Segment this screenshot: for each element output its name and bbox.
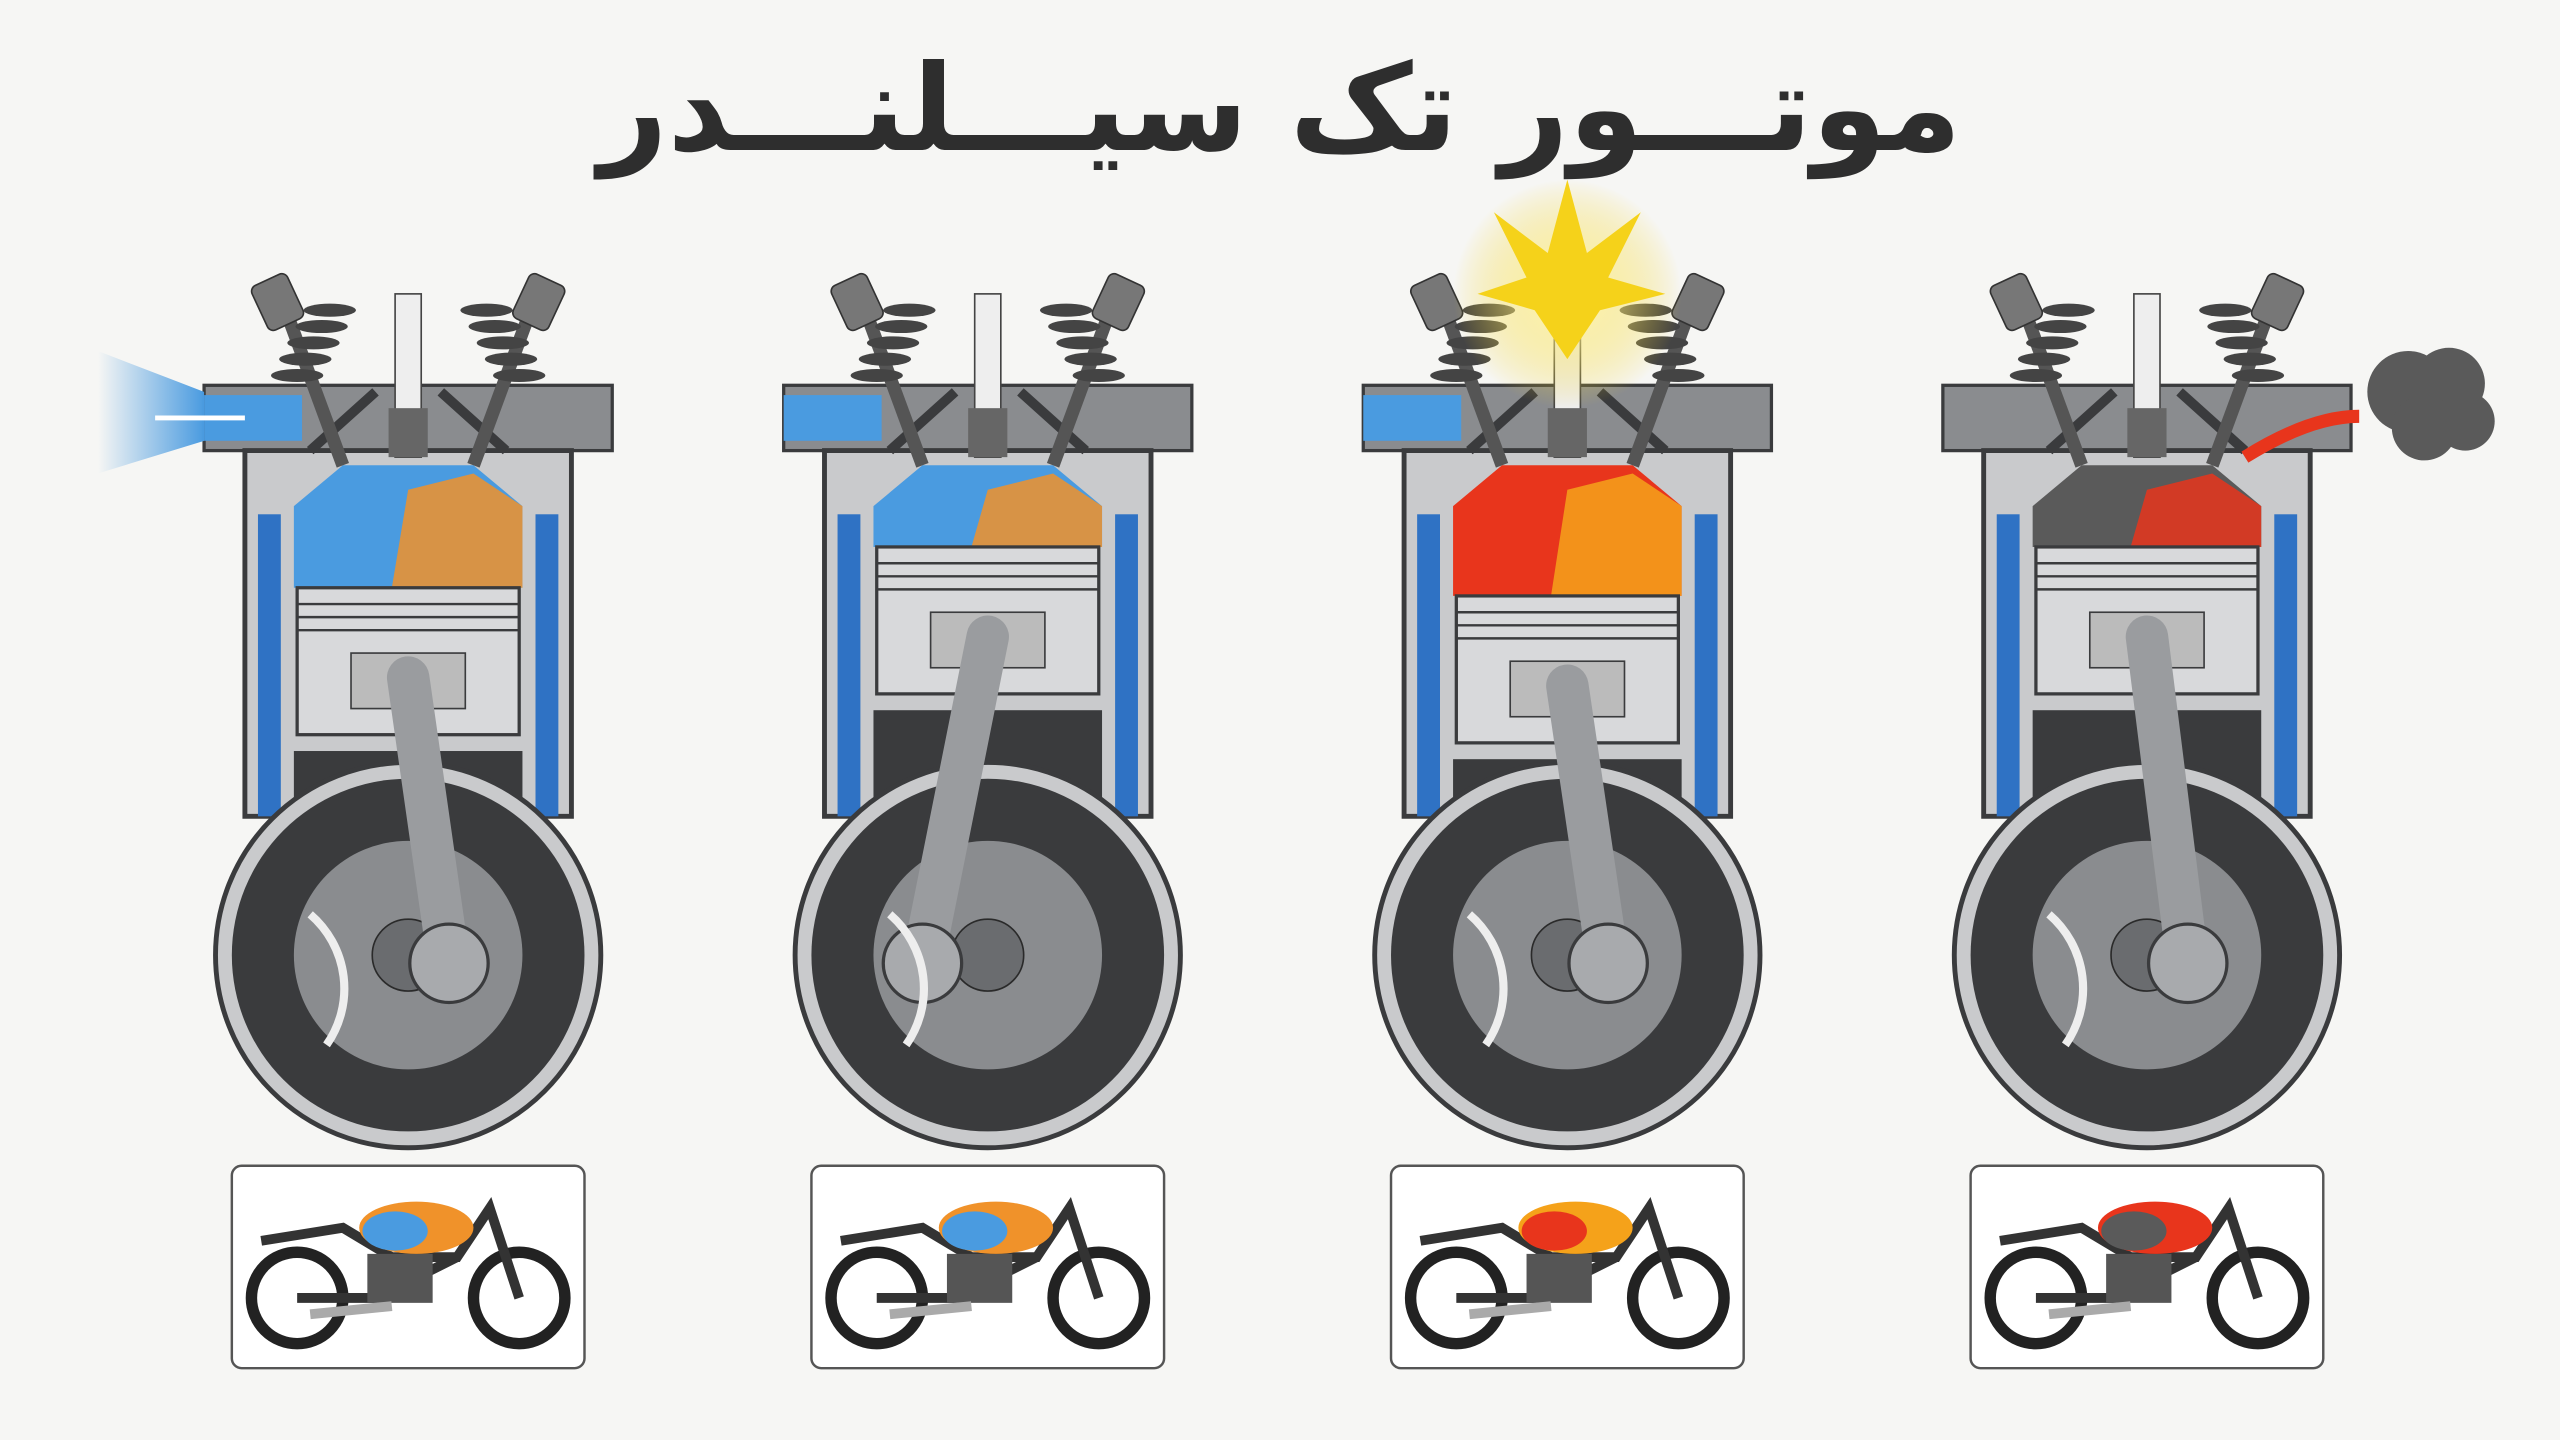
coolant-jacket-left	[837, 514, 861, 817]
crank-pin	[2146, 922, 2229, 1005]
intake-valve	[2018, 307, 2088, 468]
combustion-chamber	[293, 465, 523, 588]
coolant-jacket-right	[1694, 514, 1718, 817]
motorcycle-card-intake	[230, 1164, 586, 1370]
engine-block	[1526, 1253, 1592, 1303]
crank-pin	[408, 922, 490, 1005]
valve-spring	[2017, 352, 2071, 366]
valve-spring	[2207, 320, 2260, 334]
valve-spring	[303, 303, 356, 317]
front-wheel	[2206, 1246, 2310, 1350]
valve-spring	[468, 320, 521, 334]
exhaust-pipe	[2048, 1301, 2132, 1320]
rotation-arrow-icon	[1466, 911, 1508, 1048]
combustion-chamber	[2032, 465, 2262, 547]
coolant-jacket-right	[2274, 514, 2298, 817]
valve-spring	[460, 303, 513, 317]
valve-cap	[1091, 272, 1146, 332]
intake-valve	[859, 307, 929, 468]
crank-pin	[1567, 922, 1649, 1005]
valve-cap	[830, 272, 884, 332]
exhaust-smoke	[2435, 391, 2495, 451]
exhaust-valve	[2206, 307, 2276, 468]
engine-exhaust	[1941, 272, 2495, 1151]
valve-cap	[512, 272, 566, 332]
coolant-jacket-left	[1417, 514, 1440, 817]
valve-spring	[1652, 368, 1705, 383]
valve-spring	[1040, 303, 1093, 317]
valve-spring	[287, 336, 340, 350]
intake-valve	[1438, 307, 1509, 468]
valve-spring	[493, 368, 546, 383]
exhaust-valve	[467, 307, 537, 468]
valve-cap	[1989, 272, 2044, 332]
valve-spring	[2009, 368, 2063, 383]
engine-intake	[97, 272, 614, 1151]
valve-spring	[1430, 368, 1483, 383]
rotation-arrow-icon	[2046, 911, 2088, 1048]
valve-spring	[2042, 303, 2095, 317]
connecting-rod	[2125, 615, 2209, 985]
valve-spring	[2034, 320, 2087, 334]
exhaust-valve	[1046, 307, 1117, 468]
exhaust-pipe	[1468, 1301, 1552, 1320]
connecting-rod	[901, 615, 1009, 985]
valve-spring	[858, 352, 912, 366]
valve-spring	[476, 336, 529, 350]
valve-spring	[295, 320, 348, 334]
engine-block	[367, 1253, 433, 1303]
rotation-arrow-icon	[887, 911, 928, 1048]
valve-spring	[875, 320, 928, 334]
valve-spring	[883, 303, 936, 317]
valve-cap	[2250, 272, 2305, 332]
front-wheel	[1626, 1246, 1730, 1350]
valve-spring	[1072, 368, 1125, 383]
exhaust-arrow-icon	[2241, 409, 2360, 463]
page-title: موتـــور تک سیـــلنـــدر	[598, 40, 1962, 179]
exhaust-pipe	[309, 1301, 393, 1320]
motorcycle-card-compression	[810, 1164, 1166, 1370]
intake-port	[783, 395, 882, 441]
motorcycle-card-power	[1389, 1164, 1745, 1370]
intake-valve	[279, 307, 349, 468]
combustion-chamber	[873, 465, 1103, 547]
crankshaft	[951, 918, 1025, 992]
valve-spring	[1064, 352, 1117, 366]
valve-spring	[2199, 303, 2252, 317]
valve-spring	[2231, 368, 2285, 383]
valve-spring	[279, 352, 332, 366]
valve-spring	[1048, 320, 1101, 334]
connecting-rod	[386, 656, 471, 985]
exhaust-pipe	[889, 1301, 972, 1320]
valve-spring	[850, 368, 903, 383]
coolant-jacket-right	[1115, 514, 1138, 817]
engine-block	[946, 1253, 1013, 1303]
engine-compression	[782, 272, 1194, 1151]
exhaust-valve	[1626, 307, 1696, 468]
front-wheel	[467, 1246, 571, 1350]
intake-port	[1363, 395, 1462, 441]
coolant-jacket-left	[1996, 514, 2020, 817]
valve-spring	[484, 352, 538, 366]
rotation-arrow-icon	[307, 911, 349, 1048]
front-wheel	[1047, 1246, 1151, 1350]
intake-air-flow	[97, 351, 205, 474]
valve-cap	[250, 272, 305, 332]
valve-spring	[1056, 336, 1109, 350]
engine-power	[1361, 179, 1774, 1151]
coolant-jacket-right	[535, 514, 559, 817]
coolant-jacket-left	[257, 514, 281, 817]
combustion-chamber	[1453, 465, 1682, 596]
valve-spring	[2223, 352, 2276, 366]
connecting-rod	[1546, 664, 1630, 985]
valve-spring	[2215, 336, 2268, 350]
engine-block	[2106, 1253, 2172, 1303]
valve-spring	[866, 336, 920, 350]
valve-spring	[2026, 336, 2079, 350]
motorcycle-card-exhaust	[1969, 1164, 2325, 1370]
valve-spring	[271, 368, 324, 383]
spark-burst-icon	[1477, 179, 1666, 360]
